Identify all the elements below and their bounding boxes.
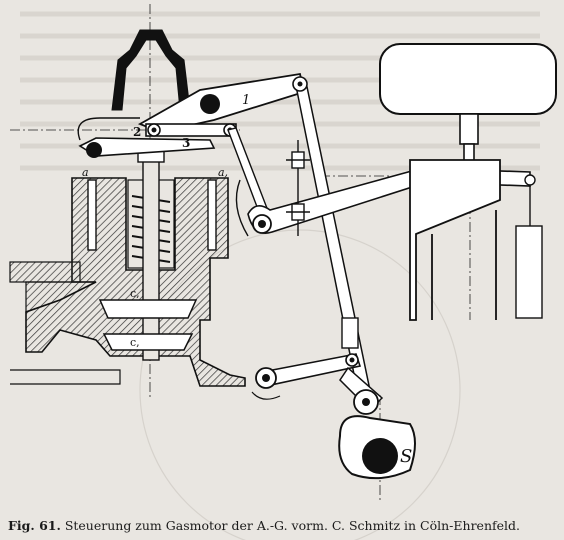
label-c1-lower: c, xyxy=(130,336,140,349)
figure-caption: Fig. 61. Steuerung zum Gasmotor der A.-G… xyxy=(8,518,558,533)
caption-text: Steuerung zum Gasmotor der A.-G. vorm. C… xyxy=(64,518,521,533)
label-cam-shaft: S xyxy=(400,446,412,467)
governor-bracket xyxy=(409,159,501,321)
housing-bolts xyxy=(87,179,217,251)
valve-disc-lower xyxy=(102,333,194,351)
figure-number: Fig. 61. xyxy=(8,518,61,533)
cam-disc xyxy=(338,415,416,480)
label-a1: a, xyxy=(218,166,228,179)
background-wheel-ghost xyxy=(139,229,461,540)
label-lever-3: 3 xyxy=(182,136,190,150)
valve-disc-upper xyxy=(98,299,198,319)
base-plate-line xyxy=(10,369,121,385)
valve-stem xyxy=(142,149,160,361)
rocker-lever-2 xyxy=(145,123,237,137)
governor-spindle xyxy=(459,113,479,165)
label-lever-2: 2 xyxy=(133,125,141,139)
lower-crank-lever xyxy=(251,353,362,400)
cam-roller-lever xyxy=(339,366,384,415)
top-bracket xyxy=(111,29,191,111)
turnbuckle xyxy=(286,140,310,236)
rocker-lever-3 xyxy=(78,137,216,158)
label-lever-1: 1 xyxy=(242,93,250,108)
governor-rod xyxy=(515,186,543,319)
label-c1-upper: c, xyxy=(130,287,140,300)
label-a: a xyxy=(82,166,89,179)
governor-weight xyxy=(379,43,557,115)
lever-3-arc xyxy=(77,117,140,141)
